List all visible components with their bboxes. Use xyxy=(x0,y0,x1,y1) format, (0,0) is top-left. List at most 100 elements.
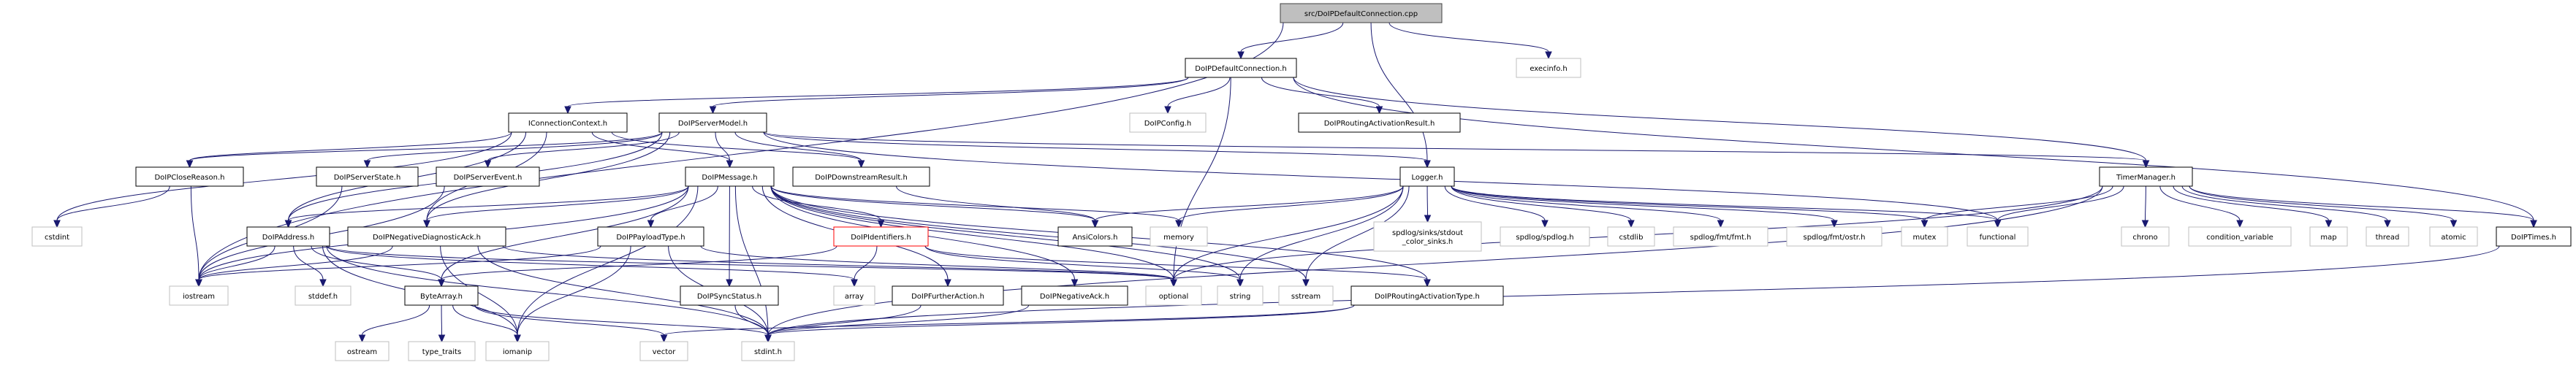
node-label: stdint.h xyxy=(754,348,782,356)
node-cpp[interactable]: src/DoIPDefaultConnection.cpp xyxy=(1280,3,1443,23)
node-stdint: stdint.h xyxy=(741,341,795,361)
node-ostr: spdlog/fmt/ostr.h xyxy=(1786,226,1882,247)
edge-payload-to-optional xyxy=(700,245,1177,288)
edge-iconn-to-closereason xyxy=(186,131,512,169)
edge-logger-to-memory xyxy=(1175,185,1404,228)
node-box xyxy=(680,285,779,306)
arrowhead-icon xyxy=(484,160,492,169)
node-box xyxy=(1350,285,1504,306)
node-payload[interactable]: DoIPPayloadType.h xyxy=(597,226,704,247)
node-box xyxy=(1373,221,1482,252)
arrowhead-icon xyxy=(186,160,194,169)
node-box xyxy=(792,166,930,187)
edge-line xyxy=(1388,22,1549,53)
node-routtype[interactable]: DoIPRoutingActivationType.h xyxy=(1350,285,1504,306)
node-timermgr[interactable]: TimerManager.h xyxy=(2099,166,2193,187)
node-memory: memory xyxy=(1150,226,1208,247)
node-label: cstdint xyxy=(45,234,69,242)
node-closereason[interactable]: DoIPCloseReason.h xyxy=(135,166,244,187)
edge-logger-to-sstream xyxy=(1302,185,1410,288)
arrowhead-icon xyxy=(1236,279,1244,288)
node-array: array xyxy=(833,285,875,306)
edge-srvmodel-to-srvstate xyxy=(363,131,663,169)
edge-line xyxy=(1451,185,1998,221)
node-box xyxy=(1185,58,1297,78)
node-label: DoIPTimes.h xyxy=(2511,234,2556,242)
edge-line xyxy=(715,131,730,161)
arrowhead-icon xyxy=(2384,220,2391,228)
node-box xyxy=(833,226,929,247)
edge-identifiers-to-string xyxy=(924,245,1244,288)
node-box xyxy=(1298,112,1461,133)
node-srvevent[interactable]: DoIPServerEvent.h xyxy=(436,166,540,187)
edge-routtype-to-stdint xyxy=(764,304,1355,343)
edge-srvmodel-to-downstream xyxy=(734,131,865,169)
node-message[interactable]: DoIPMessage.h xyxy=(685,166,775,187)
node-times[interactable]: DoIPTimes.h xyxy=(2496,226,2572,247)
edge-timermgr-to-condvar xyxy=(2159,185,2243,228)
edge-line xyxy=(441,185,689,280)
node-logger[interactable]: Logger.h xyxy=(1399,166,1455,187)
node-label: iomanip xyxy=(503,348,532,356)
edge-line xyxy=(896,185,1095,221)
nodes-layer: src/DoIPDefaultConnection.cppDoIPDefault… xyxy=(31,3,2572,361)
node-negack[interactable]: DoIPNegativeAck.h xyxy=(1021,285,1128,306)
node-label: functional xyxy=(1980,234,2016,242)
edge-cpp-to-iostream xyxy=(195,22,1284,288)
edge-line xyxy=(367,131,663,161)
edge-line xyxy=(198,245,393,280)
node-srvmodel[interactable]: DoIPServerModel.h xyxy=(658,112,767,133)
node-routres[interactable]: DoIPRoutingActivationResult.h xyxy=(1298,112,1461,133)
node-address[interactable]: DoIPAddress.h xyxy=(246,226,330,247)
arrowhead-icon xyxy=(660,334,668,343)
arrowhead-icon xyxy=(514,334,521,343)
node-box xyxy=(1057,226,1133,247)
edge-line xyxy=(767,185,2103,336)
edge-line xyxy=(924,245,1241,280)
edge-address-to-optional xyxy=(326,245,1177,288)
node-box xyxy=(1278,285,1334,306)
edge-further-to-stdint xyxy=(764,304,922,343)
edge-defconn-to-times xyxy=(1293,77,2537,228)
node-box xyxy=(1607,226,1655,247)
node-downstream[interactable]: DoIPDownstreamResult.h xyxy=(792,166,930,187)
node-box xyxy=(2496,226,2572,247)
edge-line xyxy=(190,185,200,280)
node-ansicolors[interactable]: AnsiColors.h xyxy=(1057,226,1133,247)
edge-negack-to-stdint xyxy=(764,304,1030,343)
edge-line xyxy=(611,131,862,161)
node-box xyxy=(1217,285,1264,306)
edge-message-to-ansicolors xyxy=(770,185,1099,228)
node-defconn[interactable]: DoIPDefaultConnection.h xyxy=(1185,58,1297,78)
edge-line xyxy=(311,245,442,280)
arrowhead-icon xyxy=(564,106,571,115)
node-iostream: iostream xyxy=(169,285,229,306)
node-srvstate[interactable]: DoIPServerState.h xyxy=(316,166,419,187)
node-identifiers[interactable]: DoIPIdentifiers.h xyxy=(833,226,929,247)
node-label: atomic xyxy=(2441,234,2466,242)
node-negdiag[interactable]: DoIPNegativeDiagnosticAck.h xyxy=(347,226,506,247)
node-further[interactable]: DoIPFurtherAction.h xyxy=(892,285,1004,306)
edge-message-to-memory xyxy=(770,185,1182,228)
node-label: execinfo.h xyxy=(1530,65,1567,73)
edge-line xyxy=(293,245,324,280)
node-label: DoIPSyncStatus.h xyxy=(697,293,761,301)
edge-timermgr-to-atomic xyxy=(2189,185,2458,228)
arrowhead-icon xyxy=(1424,279,1431,288)
edge-line xyxy=(567,77,1189,107)
node-box xyxy=(2309,226,2348,247)
edge-line xyxy=(1451,185,1632,221)
node-label: stddef.h xyxy=(308,293,338,301)
edge-srvmodel-to-message xyxy=(715,131,734,169)
edge-line xyxy=(2159,185,2241,221)
edge-defconn-to-config xyxy=(1164,77,1231,115)
edge-line xyxy=(1444,185,1546,221)
node-box xyxy=(741,341,795,361)
arrowhead-icon xyxy=(195,279,202,288)
node-bytearray[interactable]: ByteArray.h xyxy=(404,285,479,306)
edge-identifiers-to-routtype xyxy=(924,245,1431,288)
node-iconn[interactable]: IConnectionContext.h xyxy=(508,112,628,133)
node-label: array xyxy=(845,293,864,301)
edge-line xyxy=(1261,77,1380,107)
node-syncstatus[interactable]: DoIPSyncStatus.h xyxy=(680,285,779,306)
